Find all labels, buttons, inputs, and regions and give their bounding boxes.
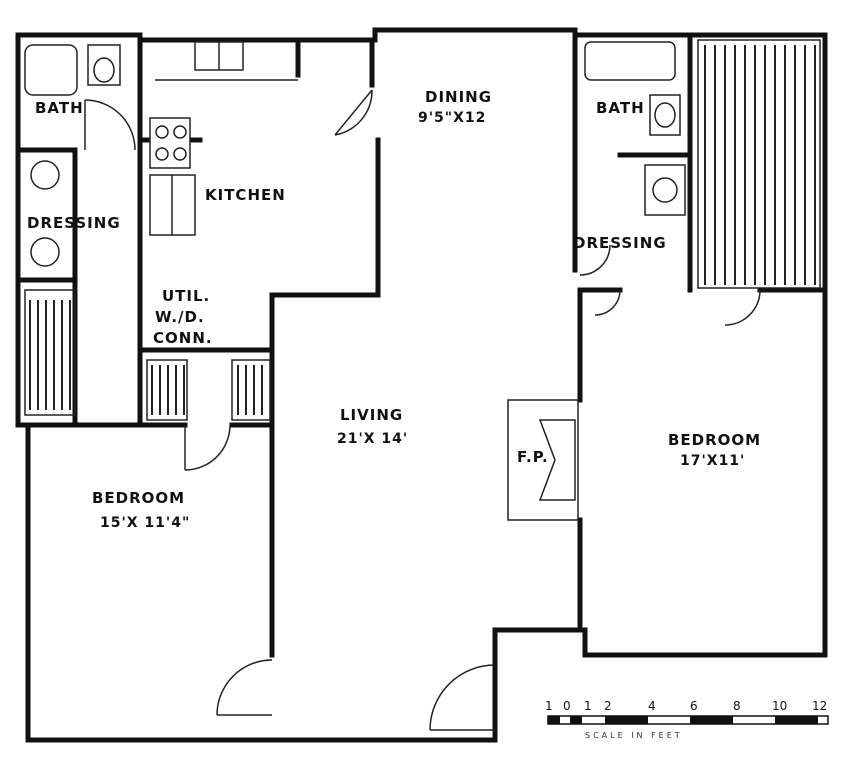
sink (644, 164, 686, 216)
outer-walls (15, 27, 828, 743)
room-label-kitchen: KITCHEN (205, 186, 286, 204)
fireplace (507, 399, 579, 521)
room-label-conn: CONN. (153, 329, 213, 347)
door-swings (84, 89, 761, 731)
room-label-dining: DINING (425, 88, 492, 106)
scale-tick-label: 1 (584, 699, 592, 713)
closets (24, 39, 821, 421)
scale-bar-segment (548, 716, 560, 724)
scale-caption: SCALE IN FEET (585, 731, 683, 740)
room-label-bath-left: BATH (35, 99, 84, 117)
room-label-bedroom-right: BEDROOM (668, 431, 761, 449)
room-labels: BATH DRESSING KITCHEN DINING 9'5"X12 BAT… (27, 88, 761, 531)
scale-tick-label: 8 (733, 699, 741, 713)
interior-walls (15, 32, 828, 658)
room-dim-dining: 9'5"X12 (418, 110, 486, 126)
scale-bar: 1 0 1 2 4 6 8 10 12 SCALE IN FEET (545, 699, 829, 740)
room-label-utility: UTIL. (162, 287, 210, 305)
room-label-dressing-right: DRESSING (573, 234, 667, 252)
room-label-fireplace: F.P. (517, 448, 549, 466)
scale-tick-label: 6 (690, 699, 698, 713)
scale-tick-label: 10 (772, 699, 787, 713)
room-label-living: LIVING (340, 406, 403, 424)
scale-tick-label: 4 (648, 699, 656, 713)
room-label-wd: W./D. (155, 308, 205, 326)
scale-bar-segment (775, 716, 818, 724)
closet-hall-left (146, 359, 188, 421)
kitchen-fixtures (149, 41, 298, 236)
scale-bar-segment (690, 716, 733, 724)
room-dim-living: 21'X 14' (337, 431, 408, 447)
bathtub (24, 44, 78, 96)
room-dim-bedroom-right: 17'X11' (680, 453, 745, 469)
room-dim-bedroom-left: 15'X 11'4" (100, 515, 190, 531)
sink (30, 160, 60, 190)
scale-tick-label: 12 (812, 699, 827, 713)
bathtub (584, 41, 676, 81)
room-label-bedroom-left: BEDROOM (92, 489, 185, 507)
scale-bar-segment (605, 716, 648, 724)
sink (30, 237, 60, 267)
range-stove (149, 117, 191, 169)
closet-right (697, 39, 821, 289)
left-bath-fixtures (24, 44, 121, 267)
toilet (87, 44, 121, 86)
closet-hall-right (231, 359, 271, 421)
closet-left (24, 289, 76, 416)
scale-bar-segment (570, 716, 582, 724)
scale-tick-label: 1 (545, 699, 553, 713)
room-label-bath-right: BATH (596, 99, 645, 117)
scale-tick-label: 2 (604, 699, 612, 713)
right-bath-fixtures (584, 41, 686, 216)
scale-tick-label: 0 (563, 699, 571, 713)
room-label-dressing-left: DRESSING (27, 214, 121, 232)
